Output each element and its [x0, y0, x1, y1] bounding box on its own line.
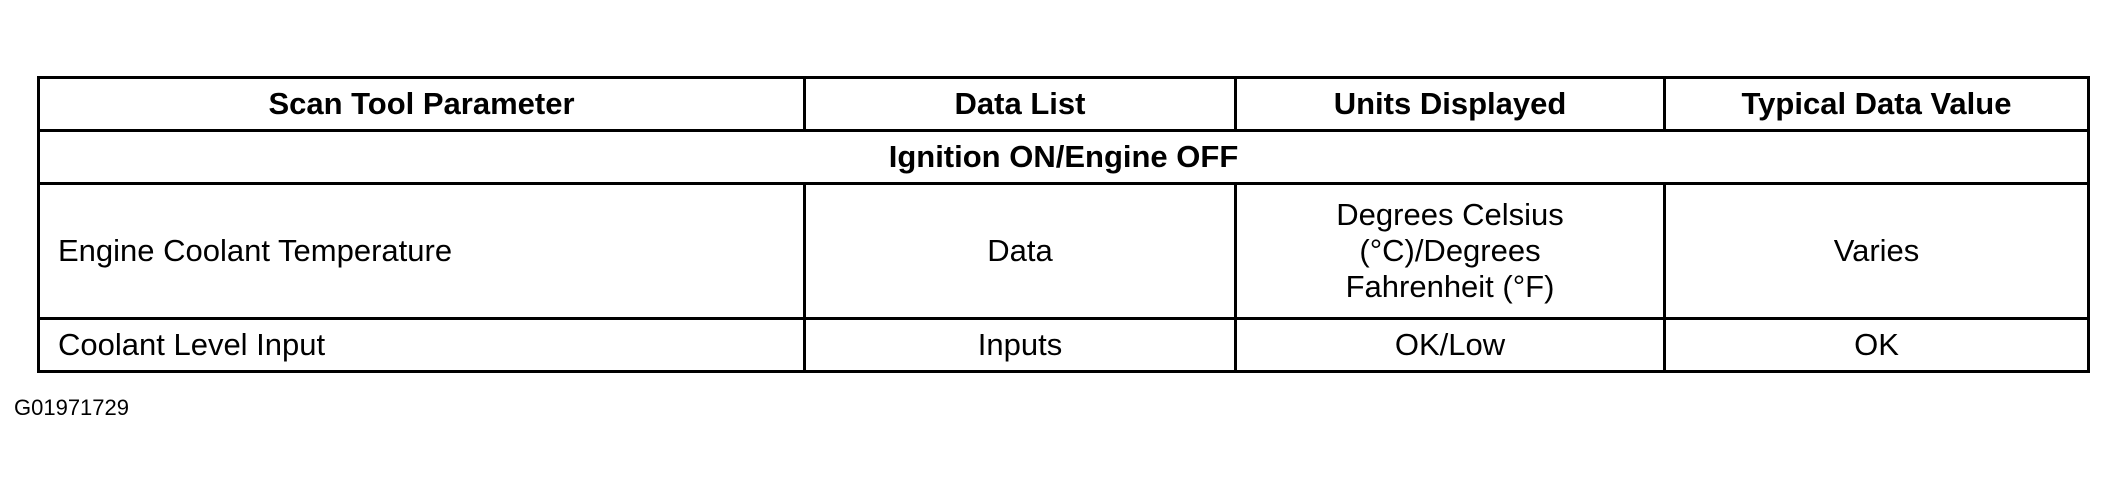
header-data-list: Data List: [803, 76, 1237, 132]
cell-typical-value: OK: [1663, 317, 2090, 373]
cell-data-list: Data: [803, 182, 1237, 320]
cell-parameter: Engine Coolant Temperature: [37, 182, 806, 320]
header-scan-tool-parameter: Scan Tool Parameter: [37, 76, 806, 132]
table-row: Engine Coolant Temperature Data Degrees …: [37, 182, 2090, 320]
scan-tool-table-container: Scan Tool Parameter Data List Units Disp…: [37, 76, 2090, 373]
cell-units-line: Fahrenheit (°F): [1345, 269, 1555, 304]
cell-units-line: (°C)/Degrees: [1359, 233, 1541, 268]
section-title: Ignition ON/Engine OFF: [37, 129, 2090, 185]
cell-parameter: Coolant Level Input: [37, 317, 806, 373]
cell-typical-value: Varies: [1663, 182, 2090, 320]
cell-units: Degrees Celsius (°C)/Degrees Fahrenheit …: [1234, 182, 1666, 320]
table-header-row: Scan Tool Parameter Data List Units Disp…: [37, 76, 2090, 132]
cell-units: OK/Low: [1234, 317, 1666, 373]
figure-id: G01971729: [14, 395, 129, 420]
cell-units-line: Degrees Celsius: [1336, 197, 1564, 232]
header-units-displayed: Units Displayed: [1234, 76, 1666, 132]
section-row: Ignition ON/Engine OFF: [37, 129, 2090, 185]
table-row: Coolant Level Input Inputs OK/Low OK: [37, 317, 2090, 373]
scan-tool-parameter-table: Scan Tool Parameter Data List Units Disp…: [37, 76, 2090, 373]
cell-data-list: Inputs: [803, 317, 1237, 373]
header-typical-data-value: Typical Data Value: [1663, 76, 2090, 132]
